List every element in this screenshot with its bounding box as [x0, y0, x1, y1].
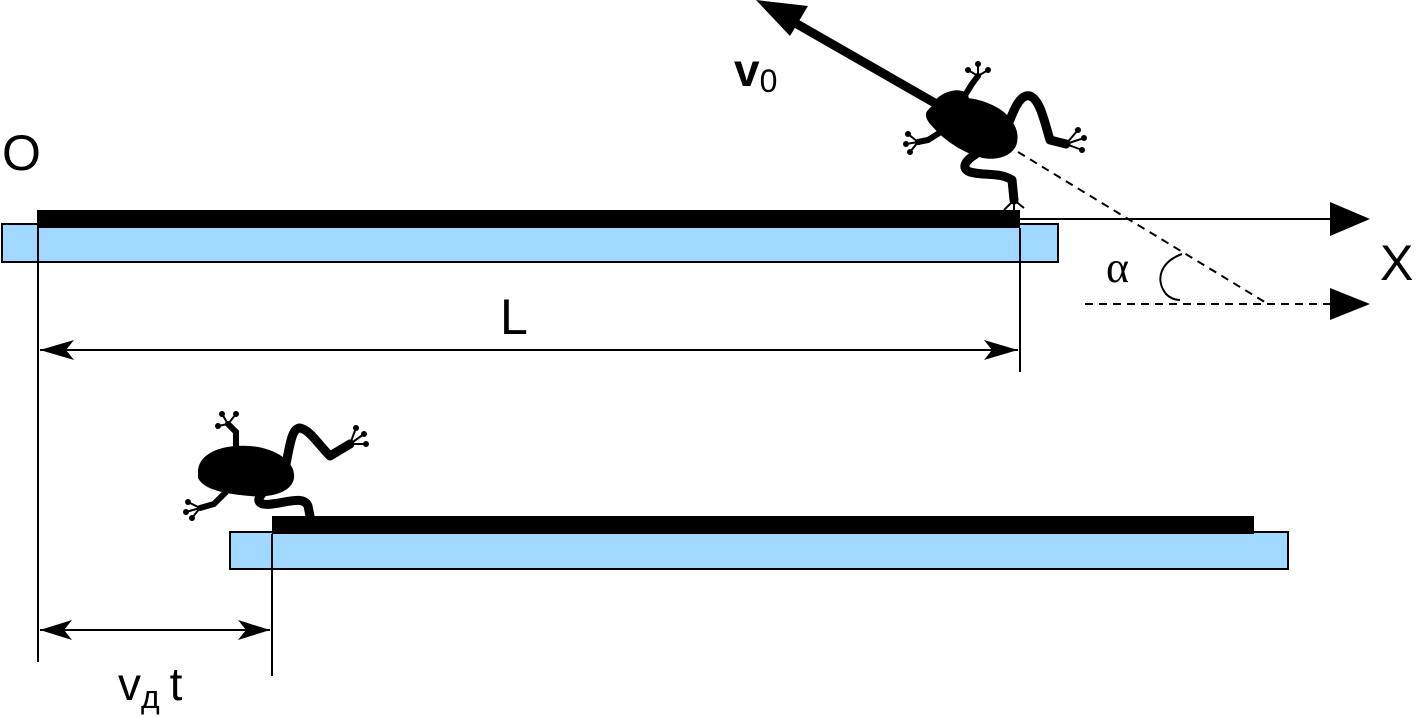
- length-label: L: [500, 289, 528, 345]
- velocity-extension-dashed: [1017, 151, 1269, 305]
- velocity-arrowhead: [756, 0, 808, 36]
- velocity-label-sub: 0: [760, 63, 778, 99]
- frog-icon: [183, 411, 369, 521]
- angle-arc: [1159, 253, 1183, 301]
- velocity-label: v0: [734, 44, 777, 99]
- x-axis-arrowhead: [1330, 202, 1370, 236]
- reference-arrowhead: [1330, 288, 1370, 320]
- velocity-arrow-shaft: [787, 16, 943, 110]
- frog-icon: [903, 61, 1087, 212]
- board-bottom: [272, 516, 1254, 534]
- length-arrow-left: [40, 340, 74, 360]
- x-axis-label: X: [1380, 235, 1413, 291]
- board-shift-label-sub: д: [141, 679, 160, 715]
- board-top: [38, 210, 1020, 228]
- velocity-label-main: v: [734, 44, 760, 96]
- board-shift-label-main: v: [118, 658, 141, 710]
- board-shift-arrow-right: [238, 620, 270, 640]
- water-strip-top: [1, 223, 1059, 263]
- origin-label: O: [2, 125, 41, 181]
- length-arrow-right: [984, 340, 1018, 360]
- board-shift-label-time: t: [170, 658, 183, 710]
- water-strip-bottom: [229, 531, 1289, 570]
- board-shift-arrow-left: [40, 620, 72, 640]
- angle-label: α: [1106, 243, 1129, 292]
